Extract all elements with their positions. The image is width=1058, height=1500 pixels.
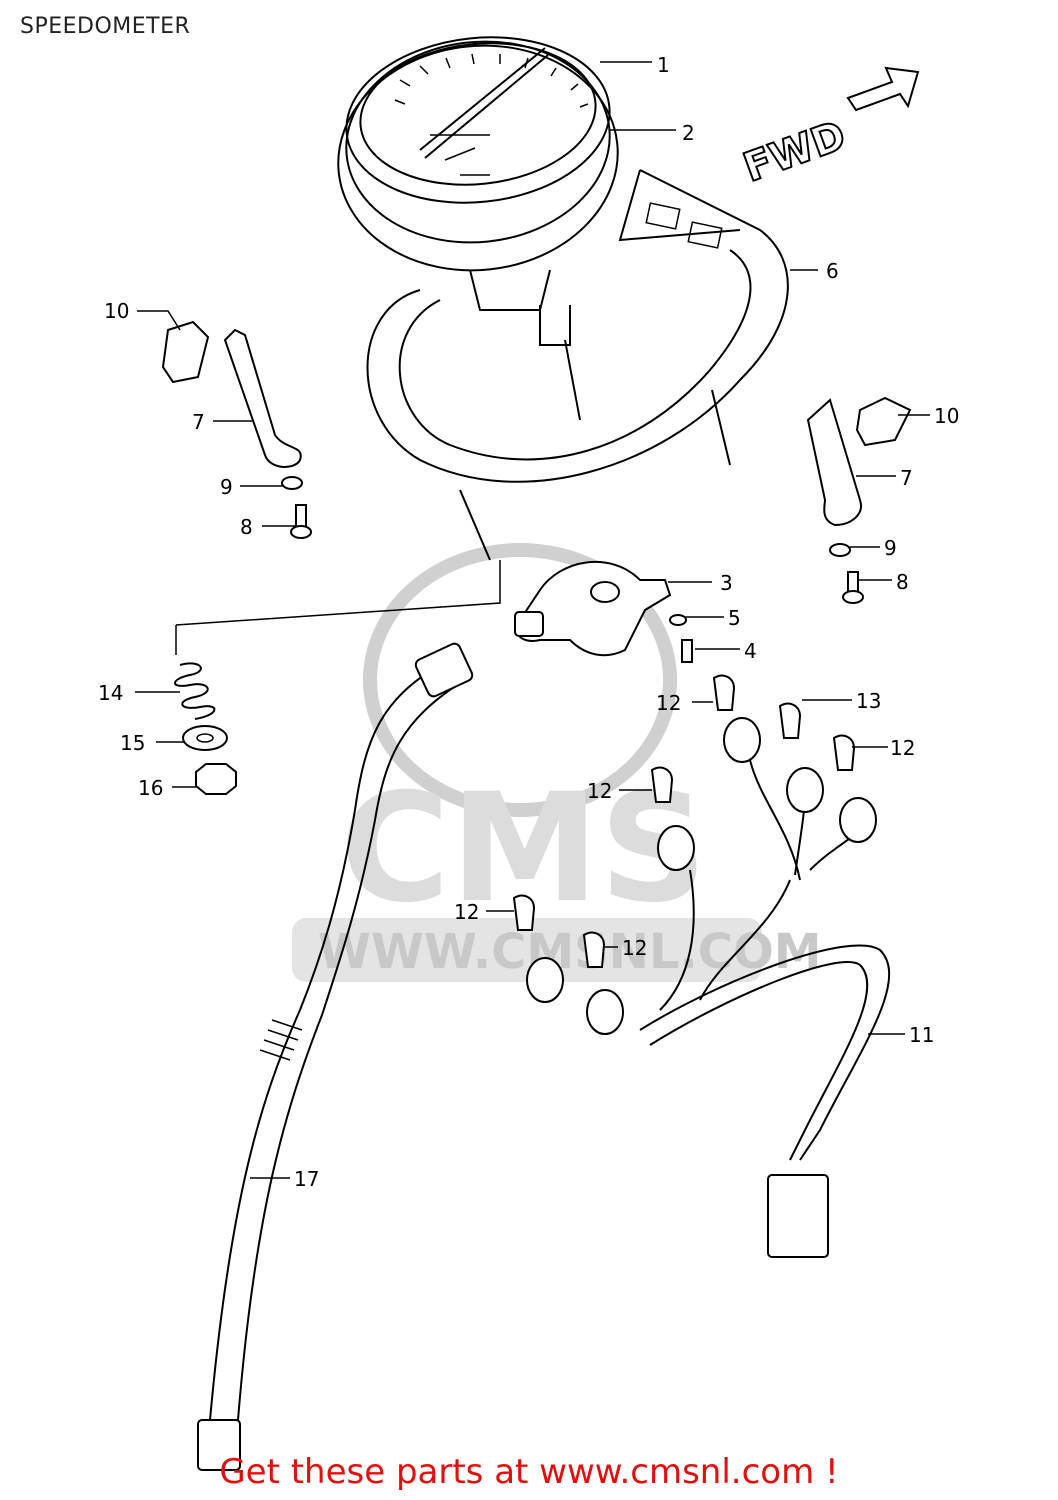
callout-6: 6 xyxy=(826,259,839,283)
callouts: 1 2 6 10 7 9 8 10 7 9 8 3 5 4 12 13 12 1… xyxy=(98,53,959,1191)
leader-lines xyxy=(135,61,930,1179)
callout-10-right: 10 xyxy=(934,404,959,428)
callout-12-e: 12 xyxy=(622,936,647,960)
callout-12-d: 12 xyxy=(454,900,479,924)
cable-mount xyxy=(514,560,693,663)
callout-7-left: 7 xyxy=(192,410,205,434)
callout-9-left: 9 xyxy=(220,475,233,499)
page-title: SPEEDOMETER xyxy=(20,14,191,39)
callout-16: 16 xyxy=(138,776,163,800)
screw-left xyxy=(290,504,312,539)
speedometer-cable xyxy=(197,642,474,1471)
callout-1: 1 xyxy=(657,53,670,77)
fwd-label: FWD xyxy=(738,112,852,191)
washer-right xyxy=(829,543,851,557)
spring xyxy=(174,662,216,720)
speedometer-housing xyxy=(366,169,789,561)
bracket-right xyxy=(806,396,912,527)
fwd-indicator: FWD xyxy=(737,66,920,192)
callout-12-b: 12 xyxy=(890,736,915,760)
washer-left xyxy=(281,476,303,490)
callout-5: 5 xyxy=(728,606,741,630)
washer-15 xyxy=(182,725,228,751)
wiring-harness xyxy=(526,717,891,1258)
callout-11: 11 xyxy=(909,1023,934,1047)
bracket-left xyxy=(161,320,302,468)
watermark-url: WWW.CMSNL.COM xyxy=(318,924,822,980)
bulbs xyxy=(512,674,856,968)
callout-7-right: 7 xyxy=(900,466,913,490)
callout-4: 4 xyxy=(744,639,757,663)
callout-8-left: 8 xyxy=(240,515,253,539)
callout-15: 15 xyxy=(120,731,145,755)
callout-17: 17 xyxy=(294,1167,319,1191)
screw-right xyxy=(842,571,864,604)
callout-9-right: 9 xyxy=(884,536,897,560)
speedometer-gauge xyxy=(337,36,619,346)
callout-12-c: 12 xyxy=(587,779,612,803)
callout-12-a: 12 xyxy=(656,691,681,715)
callout-10-left: 10 xyxy=(104,299,129,323)
footer-link[interactable]: Get these parts at www.cmsnl.com ! xyxy=(219,1452,839,1492)
fwd-arrow-icon xyxy=(846,66,920,112)
callout-8-right: 8 xyxy=(896,570,909,594)
callout-13: 13 xyxy=(856,689,881,713)
callout-2: 2 xyxy=(682,121,695,145)
callout-3: 3 xyxy=(720,571,733,595)
callout-14: 14 xyxy=(98,681,123,705)
nut-16 xyxy=(195,763,237,795)
